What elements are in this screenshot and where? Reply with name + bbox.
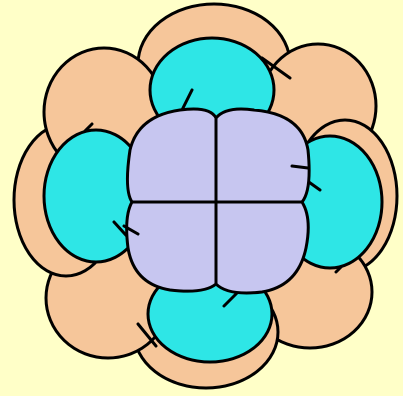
cell-junction-mark — [292, 166, 308, 168]
inner-cell-layer — [127, 109, 309, 293]
